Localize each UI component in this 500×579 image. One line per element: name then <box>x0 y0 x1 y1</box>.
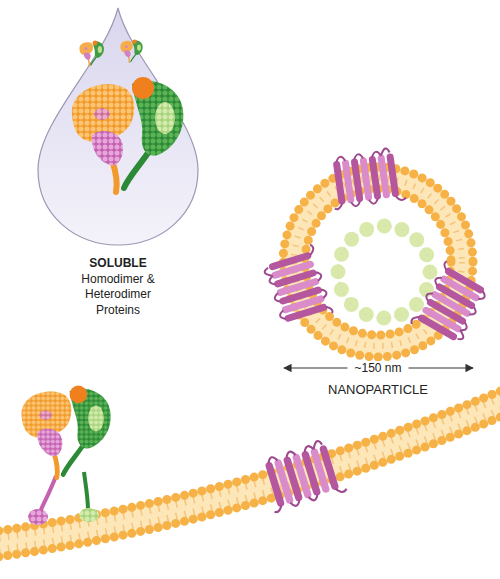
anchored-complex <box>22 386 111 525</box>
protein-complex <box>79 41 104 66</box>
droplet <box>38 8 198 245</box>
membrane-barrel <box>258 437 347 513</box>
protein-complex <box>72 77 183 192</box>
caption-text: SOLUBLE Homodimer & Heterodimer Proteins <box>68 256 168 318</box>
dimension-label: ~150 nm <box>351 361 404 375</box>
nanoparticle <box>261 147 493 357</box>
dimension-line <box>409 367 473 368</box>
dimension-line <box>284 367 347 368</box>
protein-complex <box>120 39 142 62</box>
part-name: NANOPARTICLE <box>328 382 428 398</box>
